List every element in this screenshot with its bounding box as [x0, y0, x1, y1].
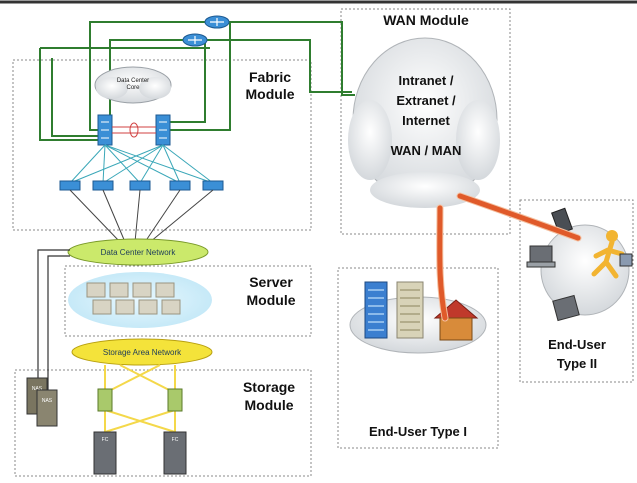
end-user-type2-label-line2: Type II: [557, 356, 597, 371]
storage-module-title-line2: Module: [245, 397, 294, 413]
core-switch-left: [97, 114, 113, 146]
wan-cloud-line1: Intranet /: [399, 73, 454, 88]
access-switch-3: [129, 180, 151, 191]
san-fabric-links: [104, 364, 176, 433]
server-module-title-line2: Module: [247, 292, 296, 308]
server-module-box: [64, 265, 312, 337]
access-switch-4: [169, 180, 191, 191]
data-center-core-cloud: Data Center Core: [94, 66, 172, 104]
office-building-blue: [364, 281, 388, 339]
nas-links: [37, 249, 70, 395]
access-to-dcn-links: [69, 189, 214, 243]
core-label-line2: Core: [126, 85, 140, 91]
server-module-title-line1: Server: [249, 274, 293, 290]
end-user-type2-cloud: [540, 224, 630, 316]
server-blocks: [86, 282, 181, 315]
wan-cloud-line2: Extranet /: [396, 93, 456, 108]
core-switch-right: [155, 114, 171, 146]
end-user-type2-label-line1: End-User: [548, 337, 606, 352]
fc-switch-right: [167, 388, 183, 412]
wan-links: [436, 192, 582, 322]
san-label: Storage Area Network: [103, 348, 182, 357]
wan-cloud-line3: Internet: [402, 113, 450, 128]
storage-module-title-line1: Storage: [243, 379, 295, 395]
end-user-type1-label: End-User Type I: [369, 424, 467, 439]
access-switch-2: [92, 180, 114, 191]
dcn-label: Data Center Network: [101, 248, 177, 257]
laptop-icon: [526, 245, 556, 268]
wan-man-label: WAN / MAN: [391, 143, 462, 158]
nas-device-front: NAS: [36, 389, 58, 427]
core-label-line1: Data Center: [117, 78, 149, 84]
access-switch-5: [202, 180, 224, 191]
fc-label-right: FC: [172, 437, 179, 443]
wan-router-2: [182, 33, 208, 47]
storage-module-box: [14, 369, 312, 477]
fc-array-left: FC: [93, 431, 117, 475]
module-boxes: [12, 8, 634, 477]
fc-label-left: FC: [102, 437, 109, 443]
tablet-icon: [552, 294, 580, 322]
nas-label-front: NAS: [42, 398, 53, 404]
access-mesh-links: [69, 144, 214, 184]
nas-label-back: NAS: [32, 386, 43, 392]
core-crosslink: [112, 122, 156, 138]
fabric-module-title-line2: Module: [246, 86, 295, 102]
data-center-network-cloud: Data Center Network: [67, 238, 209, 266]
end-user-type2-box: [519, 199, 634, 383]
fabric-module-box: [12, 59, 312, 231]
wan-cloud: [348, 37, 500, 208]
access-switch-1: [59, 180, 81, 191]
mobile-worker-icon: [591, 230, 633, 279]
end-user-type1-box: [337, 267, 499, 449]
fc-array-right: FC: [163, 431, 187, 475]
wan-router-1: [204, 15, 230, 29]
storage-area-network-cloud: Storage Area Network: [71, 338, 213, 366]
wan-module-box: [340, 8, 511, 235]
wan-module-title: WAN Module: [383, 12, 469, 28]
fc-switch-left: [97, 388, 113, 412]
fabric-module-title-line1: Fabric: [249, 69, 291, 85]
office-building-tan: [396, 281, 424, 339]
access-switches: [59, 180, 224, 191]
